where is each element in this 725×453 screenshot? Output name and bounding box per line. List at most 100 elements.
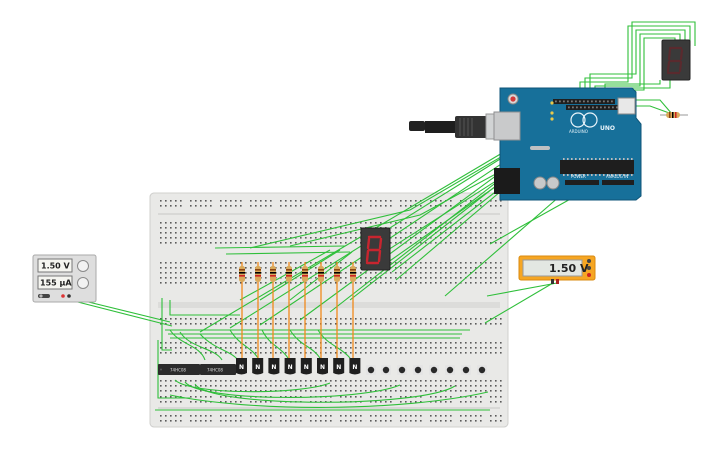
resistor-5[interactable] — [302, 262, 308, 360]
terminal-negative-icon[interactable] — [67, 294, 71, 298]
arduino-logo-right-icon — [582, 112, 598, 128]
arduino-uno-board[interactable]: ARDUINO UNO POWER ANALOG IN — [493, 87, 642, 201]
icsp-header — [617, 97, 636, 115]
meter-port-1-icon[interactable] — [587, 259, 591, 263]
wire-bb-9[interactable] — [229, 329, 259, 359]
resistor-8[interactable] — [350, 262, 356, 360]
wire-bb-21[interactable] — [239, 249, 331, 301]
meter-port-3-icon[interactable] — [587, 273, 591, 277]
wire-bb-7[interactable] — [179, 331, 223, 361]
transistor-8[interactable]: N — [349, 358, 361, 375]
analog-header[interactable] — [602, 180, 634, 185]
transistor-2[interactable]: N — [252, 358, 264, 375]
resistor-top[interactable] — [660, 112, 688, 118]
push-button-8[interactable] — [477, 365, 487, 375]
wire-bb-16[interactable] — [169, 391, 489, 408]
push-button-2[interactable] — [381, 365, 391, 375]
capacitor-1-icon — [533, 176, 547, 190]
wire-bb-19[interactable] — [214, 245, 346, 249]
transistor-4[interactable]: N — [284, 358, 296, 375]
transistor-7[interactable]: N — [333, 358, 345, 375]
resistor-6[interactable] — [318, 262, 324, 360]
wire-resistor-top[interactable] — [625, 99, 673, 115]
meter-lead-1 — [551, 279, 554, 284]
transistor-label: N — [352, 364, 357, 371]
ic-chip-2[interactable]: 74HC08 — [200, 364, 236, 375]
led-l-icon — [550, 101, 554, 105]
wire-bb-14[interactable] — [184, 381, 401, 398]
wire-bb-20[interactable] — [225, 251, 351, 255]
current-knob-icon[interactable] — [77, 277, 89, 289]
power-supply-current: 155 µA — [40, 279, 72, 288]
led-tx-icon — [550, 111, 554, 115]
resistor-array[interactable] — [239, 262, 356, 360]
resistor-7[interactable] — [334, 262, 340, 360]
wire-bb-2[interactable] — [157, 340, 190, 399]
push-button-1[interactable] — [366, 365, 376, 375]
seven-segment-display-breadboard[interactable] — [360, 227, 391, 271]
wire-bb-13[interactable] — [174, 379, 331, 393]
transistor-6[interactable]: N — [317, 358, 328, 375]
capacitor-2-icon — [546, 176, 560, 190]
analog-section-label: ANALOG IN — [606, 174, 628, 179]
transistor-3[interactable]: N — [268, 358, 280, 375]
arduino-model: UNO — [600, 125, 615, 132]
wire-bb-18[interactable] — [169, 300, 240, 316]
wire-seg-1[interactable] — [579, 25, 691, 95]
multimeter[interactable]: 1.50 V — [518, 255, 596, 284]
transistor-5[interactable]: N — [300, 358, 312, 375]
terminal-positive-icon[interactable] — [61, 294, 65, 298]
meter-port-2-icon[interactable] — [587, 266, 591, 270]
transistor-label: N — [239, 364, 244, 371]
multimeter-reading: 1.50 V — [549, 262, 589, 275]
wire-bb-8[interactable] — [199, 333, 239, 361]
led-rx-icon — [550, 117, 554, 121]
power-section-label: POWER — [571, 174, 586, 179]
ic-chip-1[interactable]: 74HC08 — [158, 364, 200, 375]
push-button-7[interactable] — [461, 365, 471, 375]
power-supply-voltage: 1.50 V — [41, 262, 71, 271]
arduino-brand: ARDUINO — [569, 129, 588, 134]
usb-plug-tip — [409, 121, 425, 131]
wire-seg-3[interactable] — [589, 29, 686, 95]
transistor-1[interactable]: N — [236, 358, 247, 375]
segment-digit-icon — [365, 235, 383, 265]
push-button-5[interactable] — [429, 365, 439, 375]
header-pins — [555, 100, 634, 184]
usb-connector-body — [455, 116, 487, 138]
resistor-3[interactable] — [270, 262, 276, 360]
wire-meter-b[interactable] — [486, 282, 558, 297]
transistor-label: N — [255, 364, 260, 371]
push-button-3[interactable] — [397, 365, 407, 375]
wire-ard-5v[interactable] — [489, 196, 575, 245]
power-supply[interactable]: 1.50 V 155 µA — [32, 254, 97, 303]
wire-ard-gnd[interactable] — [444, 195, 561, 297]
crystal-icon — [530, 146, 550, 150]
resistor-1[interactable] — [239, 262, 245, 360]
wire-bb-15[interactable] — [194, 383, 456, 403]
seven-segment-display-top[interactable] — [661, 39, 691, 81]
resistor-4[interactable] — [286, 262, 292, 360]
wire-seg-2[interactable] — [584, 21, 696, 95]
breadboard[interactable] — [149, 192, 509, 428]
switch-knob-icon — [39, 294, 43, 298]
push-button-array[interactable] — [366, 365, 487, 375]
wire-ard-11[interactable] — [249, 139, 531, 249]
chip-1-label: 74HC08 — [170, 368, 186, 373]
transistor-label: N — [336, 364, 341, 371]
wire-bb-1[interactable] — [161, 298, 172, 351]
power-header[interactable] — [565, 180, 599, 185]
atmega-chip — [560, 160, 634, 174]
transistor-label: N — [304, 364, 309, 371]
wire-bb-6[interactable] — [169, 329, 206, 361]
voltage-knob-icon[interactable] — [77, 260, 89, 272]
wire-psu-neg[interactable] — [65, 298, 173, 327]
wire-meter-a[interactable] — [484, 282, 554, 324]
wire-bb-11[interactable] — [289, 329, 321, 359]
push-button-6[interactable] — [445, 365, 455, 375]
push-button-4[interactable] — [413, 365, 423, 375]
wire-bb-10[interactable] — [261, 329, 289, 359]
resistor-2[interactable] — [255, 262, 261, 360]
